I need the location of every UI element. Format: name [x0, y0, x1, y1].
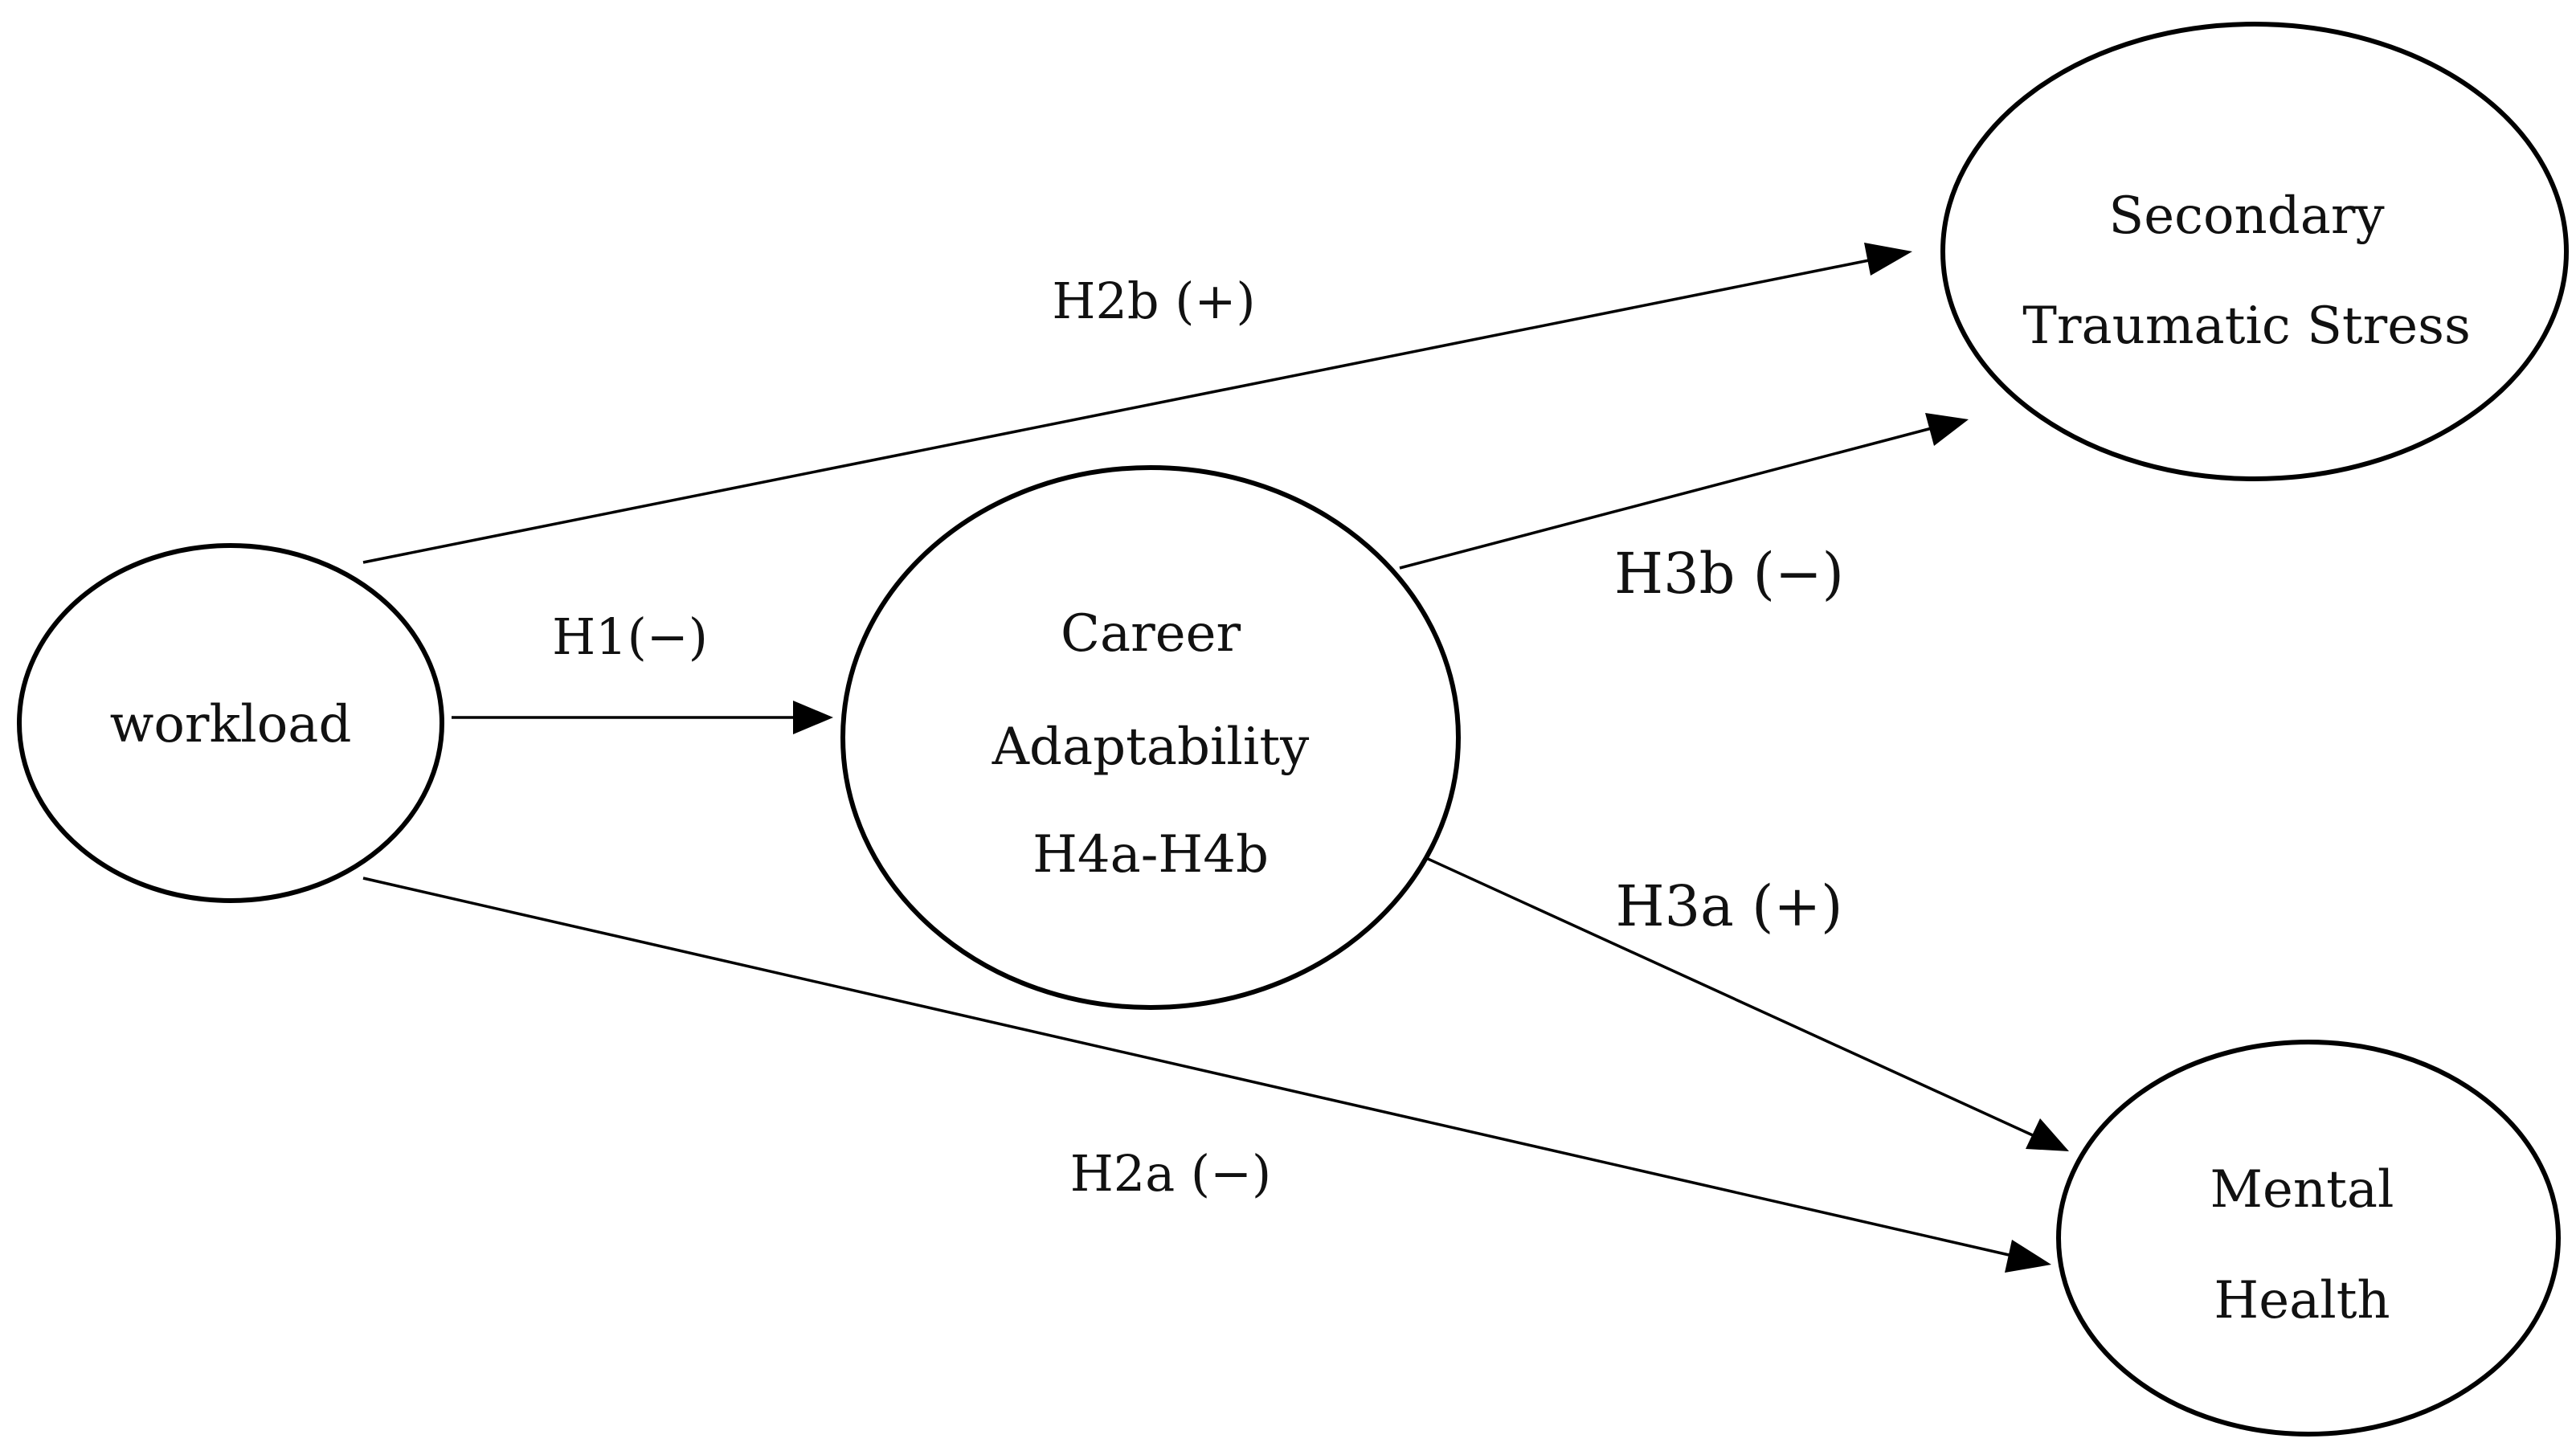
edge-h1 — [452, 701, 833, 734]
edge-h2a-arrowhead — [2005, 1240, 2051, 1273]
edge-h3a-line — [1425, 856, 2035, 1138]
node-career-adaptability-line-1: Career — [1061, 604, 1241, 664]
node-career-adaptability: Career Adaptability H4a-H4b — [840, 465, 1461, 1010]
edge-h2b-line — [362, 257, 1878, 564]
node-career-adaptability-ellipse — [840, 465, 1461, 1010]
node-secondary-traumatic-stress: Secondary Traumatic Stress — [1940, 22, 2569, 481]
node-workload-label: workload — [110, 695, 352, 754]
edge-h2b-label: H2b (+) — [1052, 272, 1255, 330]
node-mental-health-line-2: Health — [2214, 1271, 2390, 1330]
node-secondary-traumatic-stress-ellipse — [1940, 22, 2569, 481]
edge-h2a — [362, 877, 2051, 1273]
node-secondary-traumatic-stress-line-2: Traumatic Stress — [2022, 296, 2471, 356]
node-mental-health-ellipse — [2056, 1040, 2561, 1437]
edge-h3a-arrowhead — [2026, 1118, 2069, 1151]
edge-h3b-arrowhead — [1925, 413, 1969, 446]
edge-h2a-line — [362, 877, 2017, 1258]
edge-h3b — [1399, 413, 1969, 570]
edge-h1-label: H1(−) — [552, 607, 708, 666]
node-mental-health-line-1: Mental — [2210, 1160, 2394, 1220]
node-mental-health: Mental Health — [2056, 1040, 2561, 1437]
node-workload-ellipse — [17, 543, 444, 903]
node-workload: workload — [17, 543, 444, 903]
node-career-adaptability-line-2: Adaptability — [992, 717, 1309, 777]
edge-h1-arrowhead — [793, 701, 833, 734]
node-career-adaptability-line-3: H4a-H4b — [1032, 825, 1269, 885]
edge-h2a-label: H2a (−) — [1070, 1144, 1272, 1203]
node-secondary-traumatic-stress-line-1: Secondary — [2108, 186, 2384, 246]
edge-h3b-line — [1399, 427, 1932, 570]
edge-h3a — [1425, 856, 2069, 1151]
edge-h3b-label: H3b (−) — [1614, 541, 1844, 607]
edge-h2b-arrowhead — [1864, 243, 1912, 276]
edge-h3a-label: H3a (+) — [1616, 873, 1843, 939]
edge-h2b — [362, 243, 1912, 564]
